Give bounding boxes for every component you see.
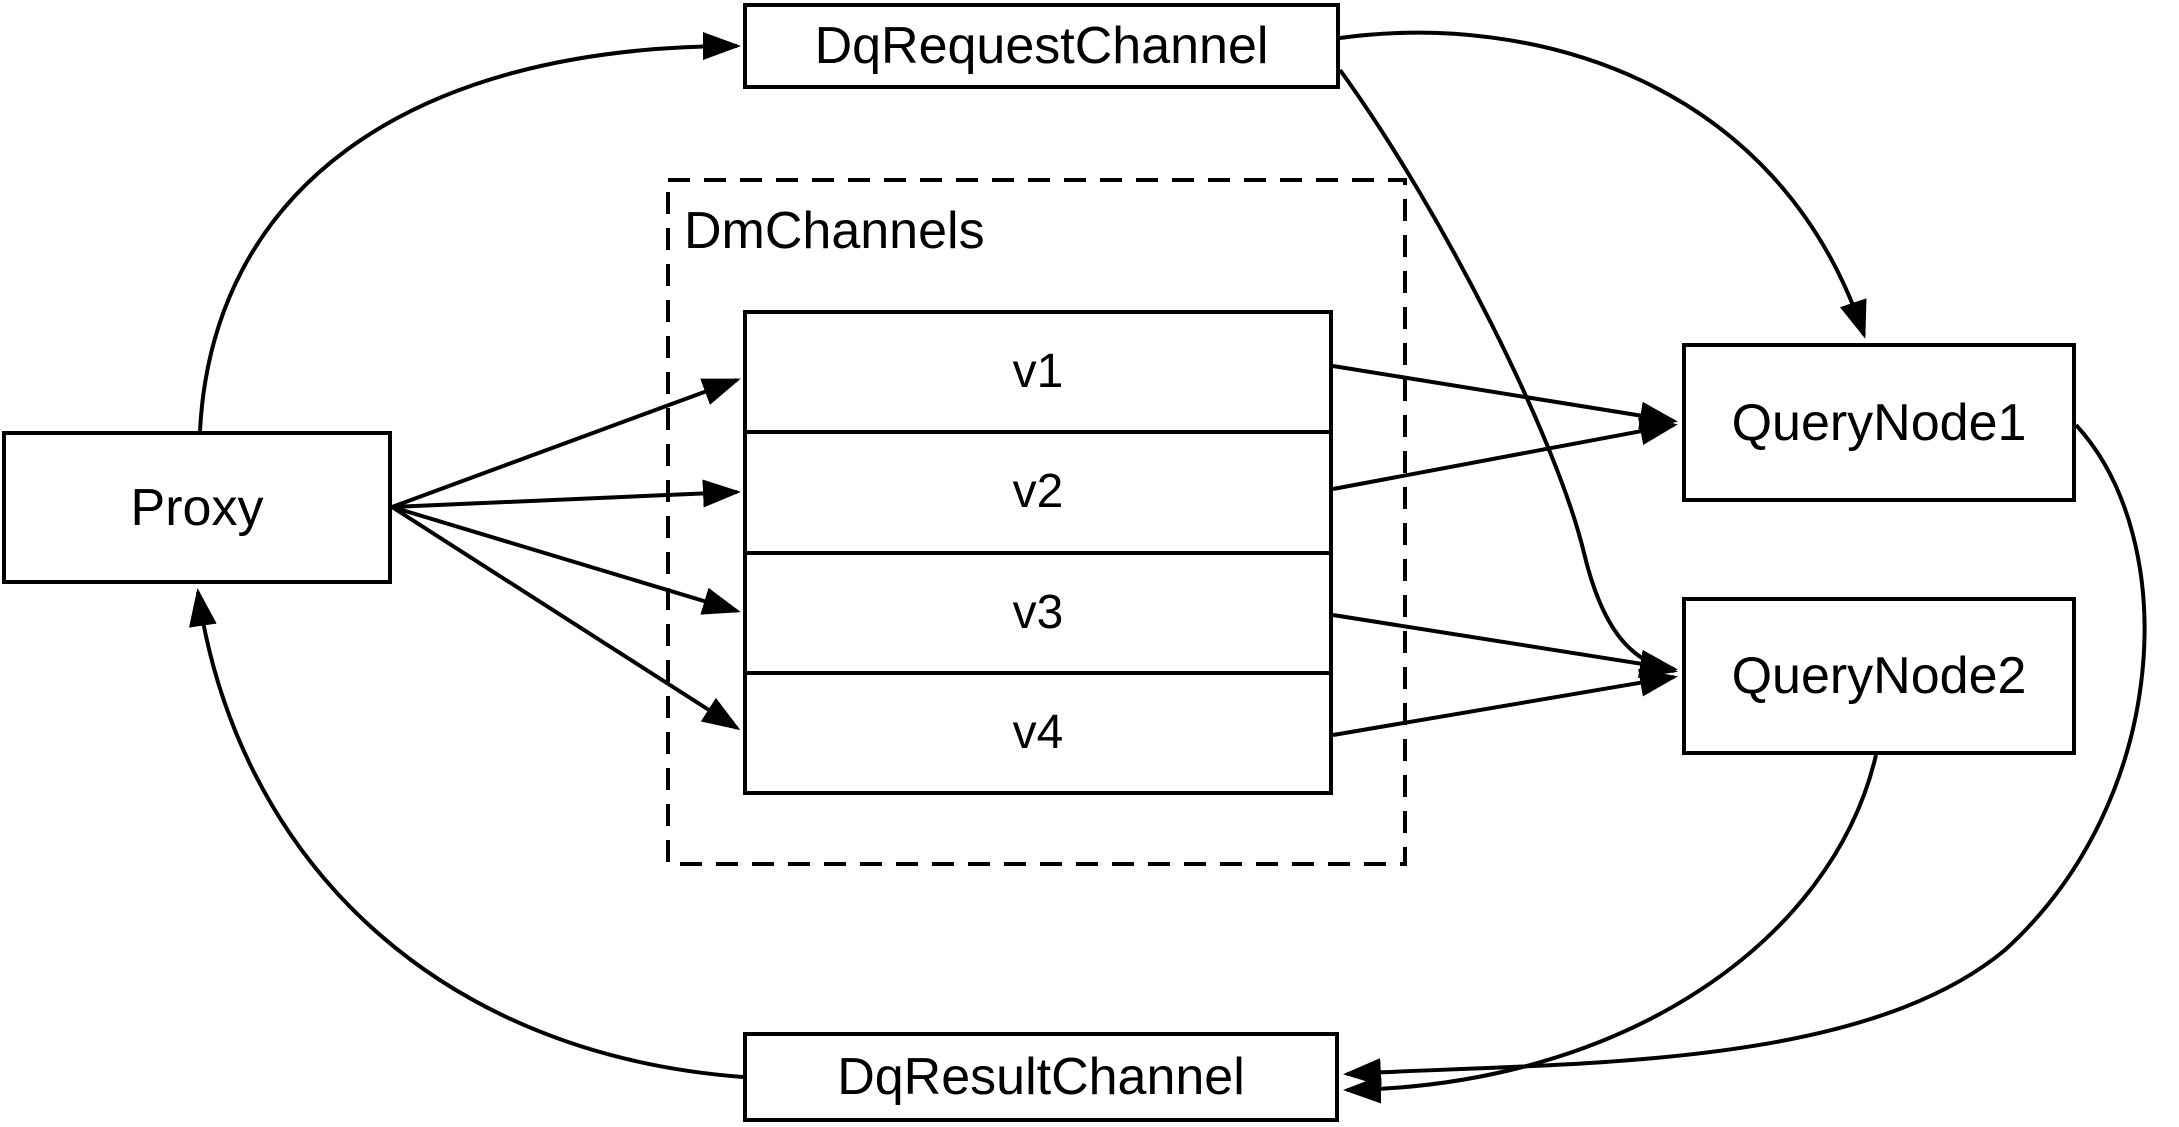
channel-v4-label: v4 bbox=[1012, 705, 1064, 759]
edge-dq-request-to-query-node-2 bbox=[1338, 68, 1678, 678]
node-query-node-1: QueryNode1 bbox=[1682, 343, 2076, 502]
edge-proxy-to-dq-request-channel bbox=[198, 32, 741, 432]
edge-v1-to-query-node-1 bbox=[1332, 364, 1678, 430]
node-dq-result-channel: DqResultChannel bbox=[743, 1032, 1339, 1122]
node-dq-result-channel-label: DqResultChannel bbox=[837, 1048, 1245, 1106]
channel-v1-label: v1 bbox=[1012, 345, 1064, 399]
channel-row-v3: v3 bbox=[747, 550, 1329, 671]
channel-row-v1: v1 bbox=[747, 314, 1329, 430]
edge-proxy-to-v4 bbox=[390, 505, 741, 731]
channel-row-v4: v4 bbox=[747, 670, 1329, 791]
edge-v4-to-query-node-2 bbox=[1332, 668, 1678, 737]
channel-v2-label: v2 bbox=[1012, 465, 1064, 519]
node-query-node-2: QueryNode2 bbox=[1682, 597, 2076, 755]
node-dq-request-channel-label: DqRequestChannel bbox=[814, 17, 1269, 75]
edge-v3-to-query-node-2 bbox=[1332, 613, 1678, 678]
edge-dq-request-to-query-node-1 bbox=[1339, 30, 1867, 339]
edge-query-node-2-to-dq-result bbox=[1343, 754, 1878, 1104]
node-query-node-1-label: QueryNode1 bbox=[1731, 393, 2027, 452]
channel-row-v2: v2 bbox=[747, 430, 1329, 550]
edge-proxy-to-v3 bbox=[391, 505, 741, 615]
node-dq-request-channel: DqRequestChannel bbox=[743, 3, 1340, 89]
dm-channels-table: v1 v2 v3 v4 bbox=[743, 310, 1333, 795]
channel-v3-label: v3 bbox=[1012, 585, 1064, 639]
node-proxy: Proxy bbox=[2, 431, 392, 584]
node-proxy-label: Proxy bbox=[130, 478, 264, 537]
edge-v2-to-query-node-1 bbox=[1332, 417, 1678, 491]
edge-proxy-to-v2 bbox=[391, 479, 741, 509]
edge-proxy-to-v1 bbox=[391, 378, 741, 509]
edge-dq-result-to-proxy bbox=[189, 588, 744, 1079]
node-query-node-2-label: QueryNode2 bbox=[1731, 647, 2027, 705]
dm-channels-group-label: DmChannels bbox=[684, 202, 985, 260]
